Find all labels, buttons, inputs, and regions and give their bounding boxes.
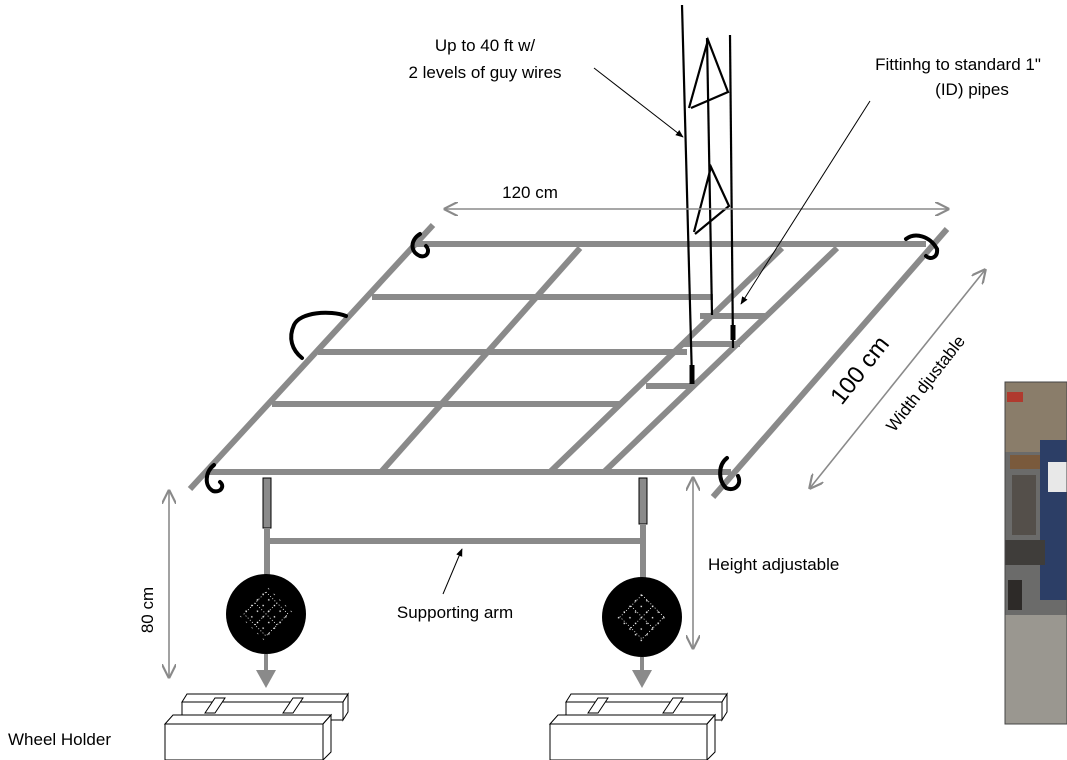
dimension-arrows xyxy=(169,209,985,677)
leader-lines xyxy=(442,67,871,595)
mast-note-line1: Up to 40 ft w/ xyxy=(435,36,535,55)
fitting-note-line2: (ID) pipes xyxy=(935,80,1009,99)
antenna-mast xyxy=(680,4,736,384)
height-adjustable-note: Height adjustable xyxy=(708,555,839,574)
panel-frame xyxy=(187,222,950,499)
corner-clips xyxy=(204,232,940,494)
wheel-holder-label: Wheel Holder xyxy=(8,730,111,749)
height-dimension-label: 80 cm xyxy=(138,587,157,633)
width-dimension-label: 100 cm xyxy=(825,331,895,410)
workshop-photo xyxy=(1004,381,1067,725)
supporting-arm-label: Supporting arm xyxy=(397,603,513,622)
wheel-down-arrows xyxy=(256,654,652,688)
legs xyxy=(262,477,648,582)
wheel-holder-right xyxy=(548,692,728,760)
width-adjustable-note: Width djustable xyxy=(882,332,969,435)
wheel-holder-left xyxy=(163,692,349,760)
fitting-note-line1: Fittinhg to standard 1" xyxy=(875,55,1041,74)
mast-note-line2: 2 levels of guy wires xyxy=(408,63,561,82)
length-dimension-label: 120 cm xyxy=(502,183,558,202)
wheel-right xyxy=(602,577,682,657)
wheel-left xyxy=(226,574,306,654)
